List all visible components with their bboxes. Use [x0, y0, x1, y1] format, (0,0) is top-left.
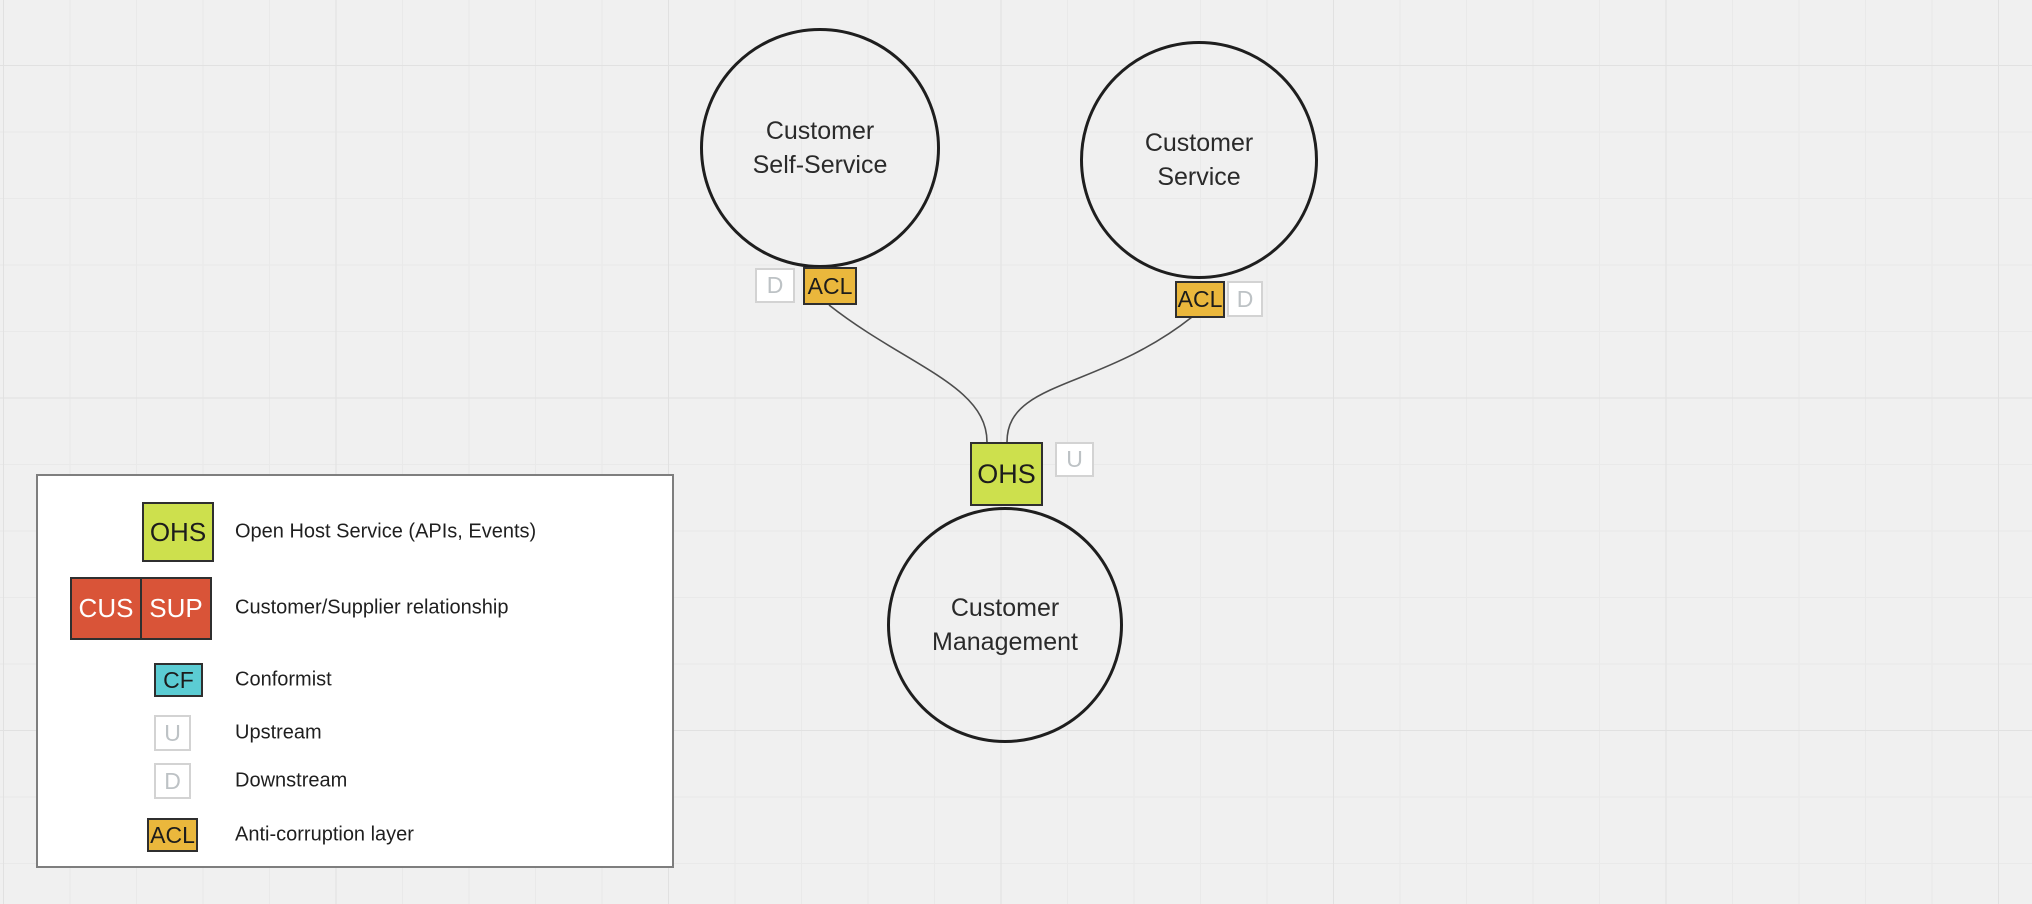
legend-upstream-label: Upstream	[235, 721, 322, 744]
legend-sup-chip: SUP	[140, 577, 212, 640]
context-label-line: Customer	[950, 594, 1060, 622]
legend-ohs-chip: OHS	[142, 502, 214, 562]
downstream-badge-customer-service[interactable]: D	[1227, 281, 1263, 317]
legend: OHS Open Host Service (APIs, Events) CUS…	[36, 474, 674, 868]
downstream-badge-self-service[interactable]: D	[755, 268, 795, 303]
connector-self-service-to-management	[828, 304, 988, 443]
legend-cus-chip: CUS	[70, 577, 142, 640]
context-circle-customer-self-service[interactable]: Customer Self-Service	[700, 28, 940, 268]
legend-acl-chip: ACL	[147, 818, 198, 852]
legend-downstream-label: Downstream	[235, 769, 348, 792]
context-label-line: Management	[932, 628, 1078, 656]
legend-downstream-chip: D	[154, 763, 191, 799]
ohs-badge-customer-management[interactable]: OHS	[970, 442, 1043, 506]
legend-cf-chip: CF	[154, 663, 203, 697]
context-label-line: Customer	[765, 117, 875, 145]
acl-badge-self-service[interactable]: ACL	[803, 267, 857, 305]
legend-conformist-label: Conformist	[235, 668, 332, 691]
upstream-badge-customer-management[interactable]: U	[1055, 442, 1094, 477]
context-label-line: Customer	[1144, 129, 1254, 157]
context-circle-customer-service[interactable]: Customer Service	[1080, 41, 1318, 279]
context-label-line: Self-Service	[752, 151, 888, 179]
legend-upstream-chip: U	[154, 715, 191, 751]
context-label-line: Service	[1157, 163, 1241, 191]
legend-customer-supplier-label: Customer/Supplier relationship	[235, 596, 509, 619]
legend-ohs-label: Open Host Service (APIs, Events)	[235, 520, 537, 543]
context-circle-customer-management[interactable]: Customer Management	[887, 507, 1123, 743]
connector-service-to-management	[1006, 316, 1193, 443]
acl-badge-customer-service[interactable]: ACL	[1175, 281, 1225, 318]
legend-anti-corruption-label: Anti-corruption layer	[235, 823, 414, 846]
